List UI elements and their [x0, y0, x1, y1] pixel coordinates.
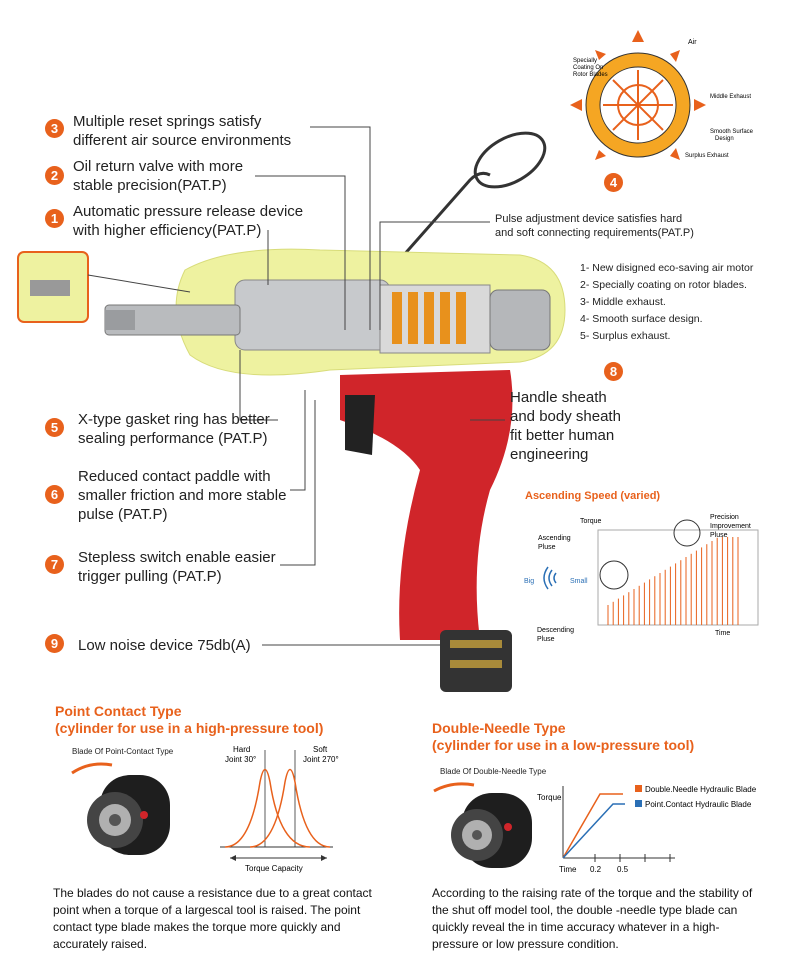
motor-list-item: 4- Smooth surface design.: [580, 313, 703, 325]
feature-2-badge: 2: [45, 166, 64, 185]
torque-capacity-label: Torque Capacity: [245, 864, 303, 873]
speed-torque-label: Torque: [580, 518, 602, 525]
motor-list-item: 2- Specially coating on rotor blades.: [580, 279, 747, 291]
legend-swatch-double-needle: [635, 785, 642, 792]
rotor-middle-exhaust-label: Middle Exhaust: [710, 94, 751, 100]
speed-precision-label-1: Precision: [710, 514, 739, 521]
feature-3-badge: 3: [45, 119, 64, 138]
feature-9-text: Low noise device 75db(A): [78, 637, 251, 654]
motor-feature-list: 1- New disigned eco-saving air motor 2- …: [580, 260, 753, 345]
soft-joint-label-1: Soft: [313, 745, 328, 754]
dn-tick-1: 0.2: [590, 865, 602, 874]
speed-precision-label-2: Improvement: [710, 523, 751, 530]
rotor-coating-label-2: Coating On: [573, 65, 603, 71]
point-contact-cylinder-image: [71, 762, 170, 855]
rotor-coating-label-3: Rotor Blades: [573, 72, 608, 78]
dn-time-label: Time: [559, 865, 577, 874]
feature-8-badge: 8: [604, 362, 623, 381]
rotor-smooth-label-2: Design: [715, 136, 734, 142]
feature-6-badge: 6: [45, 485, 64, 504]
point-contact-description: The blades do not cause a resistance due…: [53, 886, 372, 951]
motor-list-item: 3- Middle exhaust.: [580, 296, 666, 308]
speed-precision-label-3: Pluse: [710, 532, 728, 539]
rotor-coating-label-1: Specially: [573, 58, 597, 64]
tool-illustration: [17, 126, 566, 692]
rotor-diagram: Air Specially Coating On Rotor Blades Mi…: [570, 30, 754, 160]
double-needle-torque-chart: Torque Time 0.2 0.5 Double.Needle Hydrau…: [537, 785, 757, 874]
soft-joint-label-2: Joint 270°: [303, 755, 339, 764]
speed-time-label: Time: [715, 630, 730, 637]
speed-ascending-label-1: Ascending: [538, 535, 571, 542]
dn-torque-label: Torque: [537, 793, 562, 802]
speed-chart-title: Ascending Speed (varied): [525, 490, 661, 502]
point-contact-title: Point Contact Type(cylinder for use in a…: [55, 703, 324, 736]
speed-descending-label-2: Pluse: [537, 636, 555, 643]
sound-wave-icon: [543, 566, 557, 590]
speed-chart: Torque Ascending Pluse Precision Improve…: [524, 514, 759, 643]
feature-4-badge: 4: [604, 173, 623, 192]
hard-joint-label-2: Joint 30°: [225, 755, 256, 764]
speed-ascending-label-2: Pluse: [538, 544, 556, 551]
legend-double-needle: Double.Needle Hydraulic Blade: [645, 785, 757, 794]
motor-list-item: 5- Surplus exhaust.: [580, 330, 671, 342]
feature-7-badge: 7: [45, 555, 64, 574]
speed-descending-label-1: Descending: [537, 627, 574, 634]
hard-joint-label-1: Hard: [233, 745, 250, 754]
double-needle-description: According to the raising rate of the tor…: [432, 886, 753, 951]
motor-list-item: 1- New disigned eco-saving air motor: [580, 262, 754, 274]
feature-1-badge: 1: [45, 209, 64, 228]
point-contact-blade-label: Blade Of Point-Contact Type: [72, 747, 174, 756]
double-needle-blade-label: Blade Of Double-Needle Type: [440, 767, 547, 776]
speed-small-label: Small: [570, 578, 588, 585]
feature-5-badge: 5: [45, 418, 64, 437]
rotor-surplus-label: Surplus Exhaust: [685, 153, 729, 159]
point-contact-curve-chart: Hard Joint 30° Soft Joint 270° Torque Ca…: [220, 745, 339, 873]
dn-tick-2: 0.5: [617, 865, 629, 874]
double-needle-cylinder-image: [433, 782, 532, 868]
double-needle-title: Double-Needle Type(cylinder for use in a…: [432, 720, 695, 753]
speed-big-label: Big: [524, 578, 534, 585]
legend-point-contact: Point.Contact Hydraulic Blade: [645, 800, 752, 809]
rotor-smooth-label-1: Smooth Surface: [710, 129, 754, 135]
legend-swatch-point-contact: [635, 800, 642, 807]
rotor-air-label: Air: [688, 39, 697, 46]
feature-9-badge: 9: [45, 634, 64, 653]
